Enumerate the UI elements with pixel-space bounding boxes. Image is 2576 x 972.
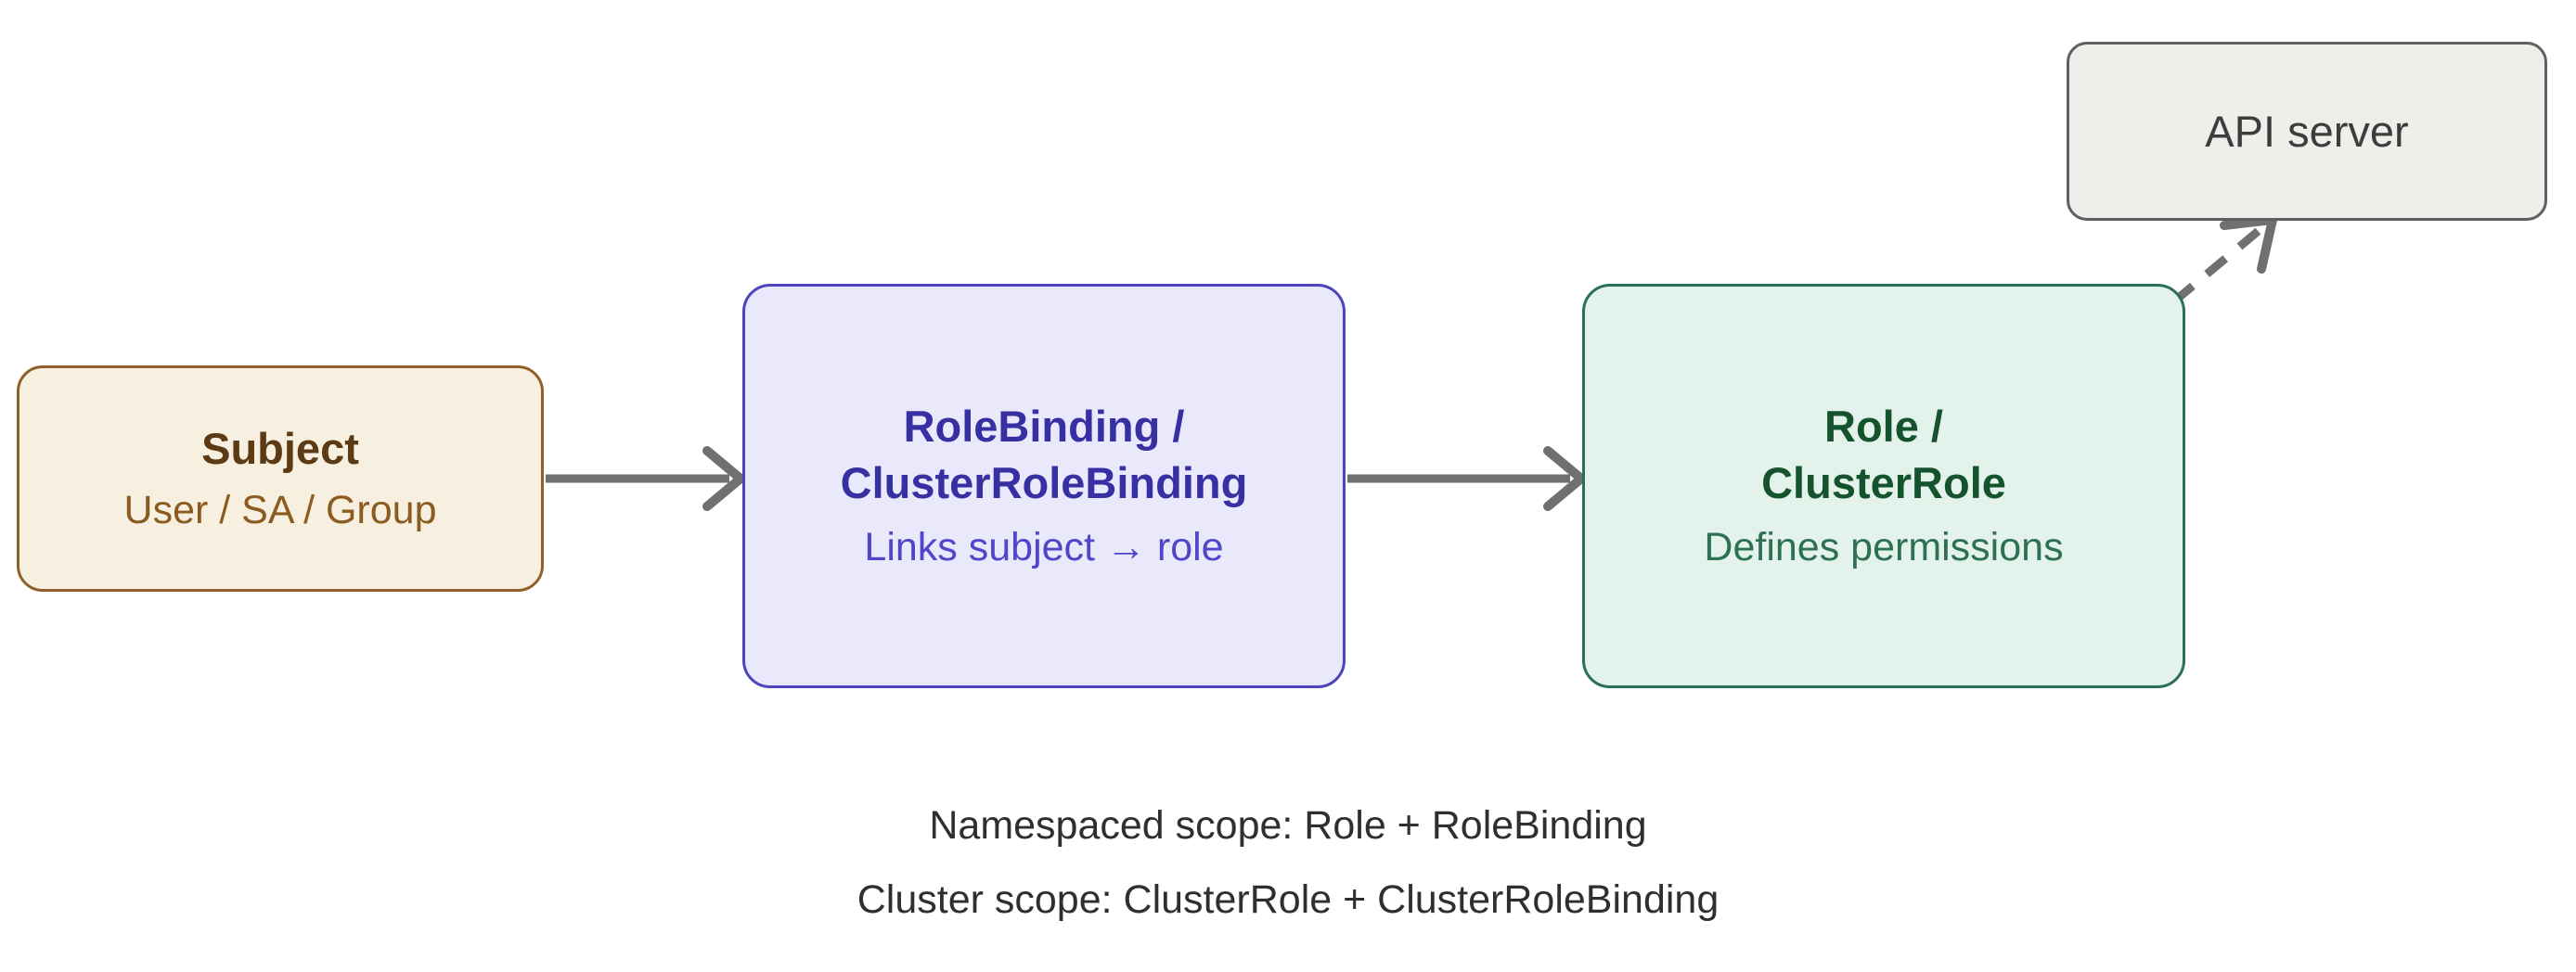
node-subject-title: Subject — [201, 424, 359, 473]
arrowhead-icon — [2220, 214, 2279, 274]
caption-line-cluster-scope: Cluster scope: ClusterRole + ClusterRole… — [857, 877, 1719, 923]
edge-rolebinding-to-role — [1347, 446, 1589, 511]
diagram-caption: Namespaced scope: Role + RoleBinding Clu… — [0, 803, 2576, 923]
node-rolebinding-subtitle: Links subject → role — [864, 525, 1224, 570]
node-api-server-title: API server — [2205, 106, 2409, 156]
node-role-subtitle: Defines permissions — [1704, 525, 2064, 570]
node-subject[interactable]: Subject User / SA / Group — [17, 365, 544, 592]
node-role[interactable]: Role / ClusterRole Defines permissions — [1582, 284, 2185, 688]
arrowhead-icon — [702, 446, 748, 511]
edge-subject-to-rolebinding — [546, 446, 748, 511]
node-rolebinding-title: RoleBinding / ClusterRoleBinding — [840, 401, 1248, 508]
edge-role-to-apiserver — [2171, 214, 2279, 305]
node-rolebinding[interactable]: RoleBinding / ClusterRoleBinding Links s… — [742, 284, 1346, 688]
caption-line-namespaced-scope: Namespaced scope: Role + RoleBinding — [929, 803, 1647, 848]
node-api-server[interactable]: API server — [2067, 42, 2547, 221]
node-subject-subtitle: User / SA / Group — [123, 488, 437, 533]
node-role-title: Role / ClusterRole — [1761, 401, 2006, 508]
edge-line-dashed — [2171, 221, 2269, 305]
arrowhead-icon — [1543, 446, 1589, 511]
